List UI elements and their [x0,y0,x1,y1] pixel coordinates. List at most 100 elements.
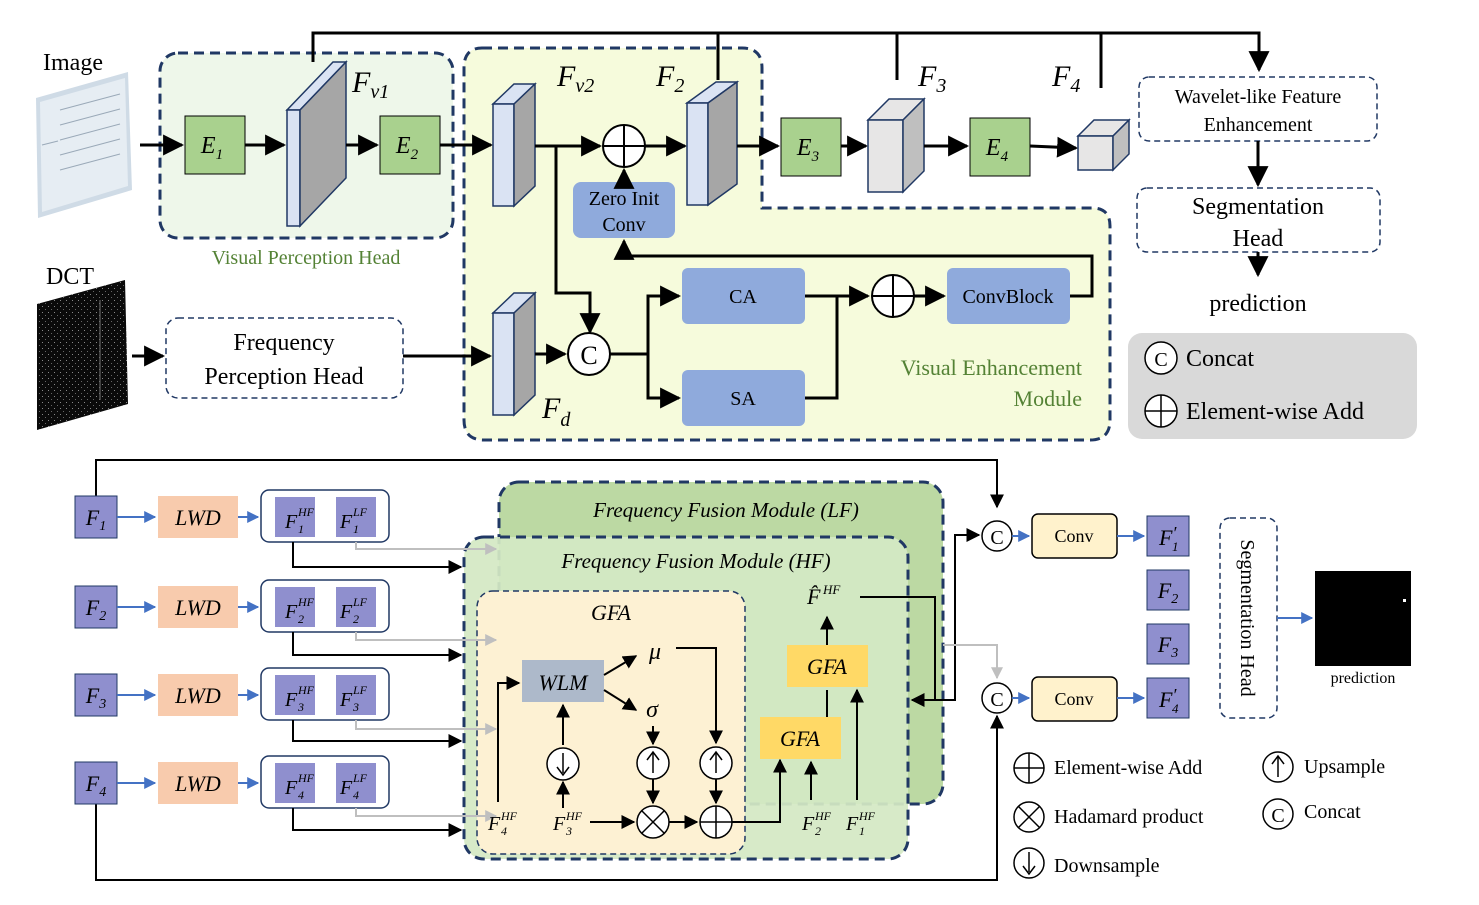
svg-text:Concat: Concat [1304,801,1361,823]
svg-text:LWD: LWD [174,595,221,620]
svg-text:2: 2 [353,612,359,626]
svg-text:3: 3 [297,700,304,714]
row-2: F2 LWD F HF 2 F LF 2 [74,579,390,633]
input-f2 [74,585,118,629]
svg-text:F: F [284,777,298,799]
svg-text:Zero Init: Zero Init [589,188,660,210]
svg-text:F1: F1 [85,505,106,534]
f1-hf-label: F [845,813,859,835]
svg-text:F2: F2 [85,595,106,624]
out-f3: F3 [1146,623,1190,665]
f2-hf-label: F [801,813,815,835]
lwd-4 [158,762,238,804]
svg-text:3: 3 [565,824,572,838]
f2-label: F2 [655,60,684,97]
add-node-vem [871,274,915,318]
encoder-e4: E4 [969,117,1031,177]
svg-text:HF: HF [297,683,315,697]
svg-text:Wavelet-like Feature: Wavelet-like Feature [1175,86,1342,108]
svg-text:4: 4 [501,824,507,838]
svg-text:2: 2 [298,612,304,626]
f3-hf-label: F [552,813,566,835]
encoder-e2: E2 [379,115,441,175]
sigma-symbol: σ [646,697,659,723]
svg-text:4: 4 [1172,701,1179,716]
input-image [36,72,132,218]
out-f4: F′ 4 [1146,677,1190,719]
row-4: F4 LWD F HF 4 F LF 4 [74,755,390,809]
hadamard-node [636,805,670,839]
legend-bottom: Element-wise Add Hadamard product Downsa… [1013,751,1385,879]
out-f1: F′ 1 [1146,515,1190,557]
svg-text:LWD: LWD [174,683,221,708]
svg-text:GFA: GFA [780,726,820,751]
svg-text:Perception Head: Perception Head [204,364,363,390]
svg-text:Concat: Concat [1186,346,1254,372]
input-f4 [74,761,118,805]
feature-f2 [684,80,740,207]
frequency-perception-head: Frequency Perception Head [165,317,404,399]
wavelet-feature-enhancement: Wavelet-like Feature Enhancement [1138,76,1378,142]
svg-text:HF: HF [858,809,876,823]
svg-text:F: F [284,689,298,711]
input-f1 [74,495,118,539]
svg-text:F2: F2 [1157,578,1178,607]
add-node-gfa [699,805,733,839]
svg-text:C: C [580,341,597,370]
out-f2: F2 [1146,569,1190,611]
conv-block: ConvBlock [947,268,1070,324]
svg-text:4: 4 [353,788,359,802]
fhat-hf-label: F̂ [806,584,821,609]
svg-text:Segmentation: Segmentation [1192,194,1324,220]
conv-box-2: Conv [1031,676,1118,722]
zero-init-conv: Zero Init Conv [573,182,675,238]
mu-symbol: μ [648,639,661,665]
svg-text:Conv: Conv [602,214,645,236]
gfa-title: GFA [591,600,631,625]
svg-text:1: 1 [1172,539,1179,554]
feature-fd [491,291,537,417]
svg-text:CA: CA [729,286,757,308]
svg-text:HF: HF [297,505,315,519]
legend-top: C Concat Element-wise Add [1128,333,1417,439]
svg-text:Frequency: Frequency [233,330,334,356]
wlm-box: WLM [522,660,604,702]
feature-fv2 [491,82,537,208]
concat-node-bottom-2: C [981,682,1013,714]
gfa-region [476,590,746,855]
lwd-3 [158,674,238,716]
conv-box-1: Conv [1031,513,1118,559]
svg-text:Segmentation Head: Segmentation Head [1236,539,1258,696]
svg-text:Conv: Conv [1054,689,1093,709]
svg-text:1: 1 [298,522,304,536]
input-f3 [74,673,118,717]
svg-text:Hadamard product: Hadamard product [1054,806,1204,828]
svg-text:HF: HF [297,771,315,785]
encoder-e1: E1 [184,115,246,175]
svg-text:HF: HF [297,595,315,609]
svg-text:Upsample: Upsample [1304,756,1385,778]
svg-text:Head: Head [1233,226,1284,252]
feature-fv1 [285,60,348,228]
upsample-node-1 [636,746,670,780]
fv1-label: Fv1 [351,66,389,103]
fd-label: Fd [541,392,571,431]
concat-node-top: C [567,332,611,376]
svg-text:E1: E1 [200,133,223,163]
svg-text:F: F [339,511,353,533]
svg-text:E4: E4 [985,135,1009,165]
channel-attention: CA [682,268,805,324]
svg-text:LF: LF [352,771,368,785]
svg-text:ConvBlock: ConvBlock [962,286,1053,308]
svg-text:F: F [339,689,353,711]
lwd-2 [158,586,238,628]
feature-f4 [1076,118,1131,172]
svg-text:E3: E3 [796,135,819,165]
svg-text:LF: LF [352,595,368,609]
svg-text:LWD: LWD [174,505,221,530]
svg-text:GFA: GFA [807,654,847,679]
segmentation-head-bottom: Segmentation Head [1219,517,1278,719]
svg-text:F′: F′ [1158,523,1177,550]
gfa-block-2: GFA [787,645,868,687]
prediction-top: prediction [1209,291,1306,317]
